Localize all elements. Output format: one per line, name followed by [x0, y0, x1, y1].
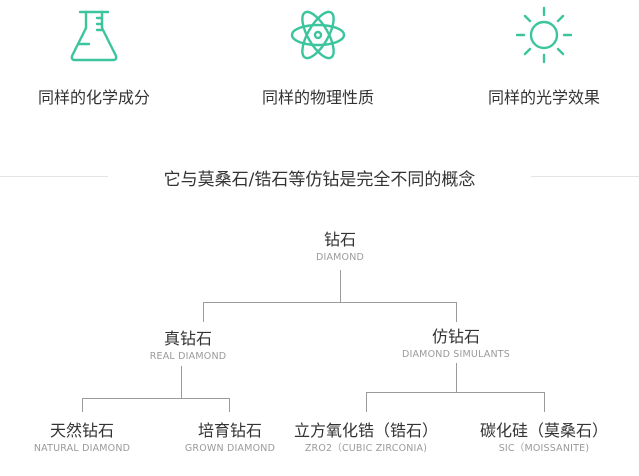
node-subtitle: DIAMOND SIMULANTS	[401, 349, 511, 360]
node-natural-diamond: 天然钻石 NATURAL DIAMOND	[12, 421, 152, 455]
feature-label: 同样的光学效果	[487, 88, 600, 107]
feature-chemical: 同样的化学成分	[4, 0, 184, 107]
node-real-diamond: 真钻石 REAL DIAMOND	[98, 329, 278, 363]
node-title: 碳化硅（莫桑石）	[479, 421, 608, 440]
node-title: 钻石	[323, 230, 356, 249]
node-title: 天然钻石	[49, 421, 114, 440]
section-heading: 它与莫桑石/锆石等仿钻是完全不同的概念	[163, 170, 476, 190]
node-moissanite: 碳化硅（莫桑石） SIC（MOISSANITE)	[469, 421, 619, 455]
node-cubic-zirconia: 立方氧化锆（锆石） ZRO2（CUBIC ZIRCONIA)	[286, 421, 446, 455]
node-diamond: 钻石 DIAMOND	[240, 230, 440, 264]
divider-right	[531, 176, 639, 177]
flask-icon	[70, 10, 118, 62]
node-title: 立方氧化锆（锆石）	[293, 421, 438, 440]
sun-icon	[515, 6, 573, 64]
divider-left	[0, 176, 108, 177]
node-subtitle: REAL DIAMOND	[149, 351, 227, 362]
node-subtitle: DIAMOND	[315, 252, 365, 263]
node-title: 培育钻石	[197, 421, 262, 440]
feature-optical: 同样的光学效果	[454, 0, 634, 107]
node-title: 真钻石	[163, 329, 212, 348]
atom-icon	[290, 10, 346, 60]
feature-label: 同样的化学成分	[37, 88, 150, 107]
node-diamond-simulants: 仿钻石 DIAMOND SIMULANTS	[356, 327, 556, 361]
node-subtitle: NATURAL DIAMOND	[33, 443, 131, 454]
node-subtitle: ZRO2（CUBIC ZIRCONIA)	[304, 443, 428, 454]
node-subtitle: SIC（MOISSANITE)	[498, 443, 590, 454]
feature-physical: 同样的物理性质	[228, 0, 408, 107]
feature-label: 同样的物理性质	[261, 88, 374, 107]
node-title: 仿钻石	[431, 327, 480, 346]
node-grown-diamond: 培育钻石 GROWN DIAMOND	[160, 421, 300, 455]
node-subtitle: GROWN DIAMOND	[184, 443, 276, 454]
